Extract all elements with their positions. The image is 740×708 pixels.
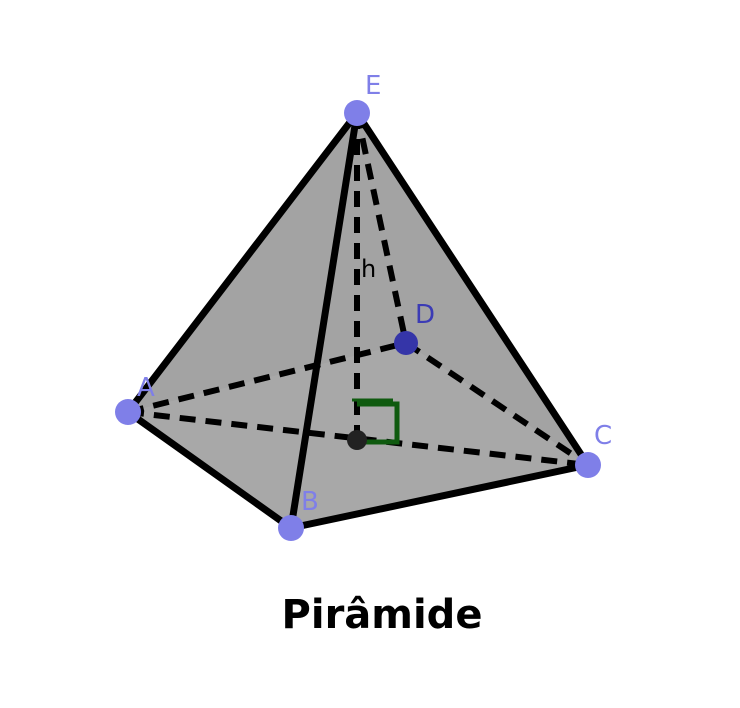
edge-ec — [353, 109, 592, 469]
vertex-point-b — [278, 515, 304, 541]
hidden-edges — [127, 112, 590, 468]
vertex-point-a — [115, 399, 141, 425]
vertex-label-b: B — [301, 487, 319, 517]
diagram-caption: Pirâmide — [281, 592, 483, 638]
edge-dc — [404, 340, 590, 468]
height-foot-point — [347, 430, 367, 450]
visible-edges — [124, 109, 592, 532]
height-label: h — [361, 255, 376, 283]
vertex-label-a: A — [137, 373, 155, 403]
edge-ed — [354, 112, 409, 344]
vertex-point-d — [394, 331, 418, 355]
vertex-point-e — [344, 100, 370, 126]
edge-bc — [287, 461, 592, 532]
vertex-label-d: D — [415, 300, 435, 330]
right-angle-marker — [352, 398, 400, 445]
edge-ea — [124, 109, 361, 416]
pyramid-faces — [128, 113, 588, 528]
vertex-label-e: E — [365, 71, 381, 101]
vertex-label-c: C — [594, 421, 612, 451]
edge-eb — [287, 109, 361, 532]
vertex-points — [115, 100, 601, 541]
edge-ab — [124, 408, 295, 532]
vertex-point-c — [575, 452, 601, 478]
vertex-labels: A B C D E — [137, 71, 612, 517]
